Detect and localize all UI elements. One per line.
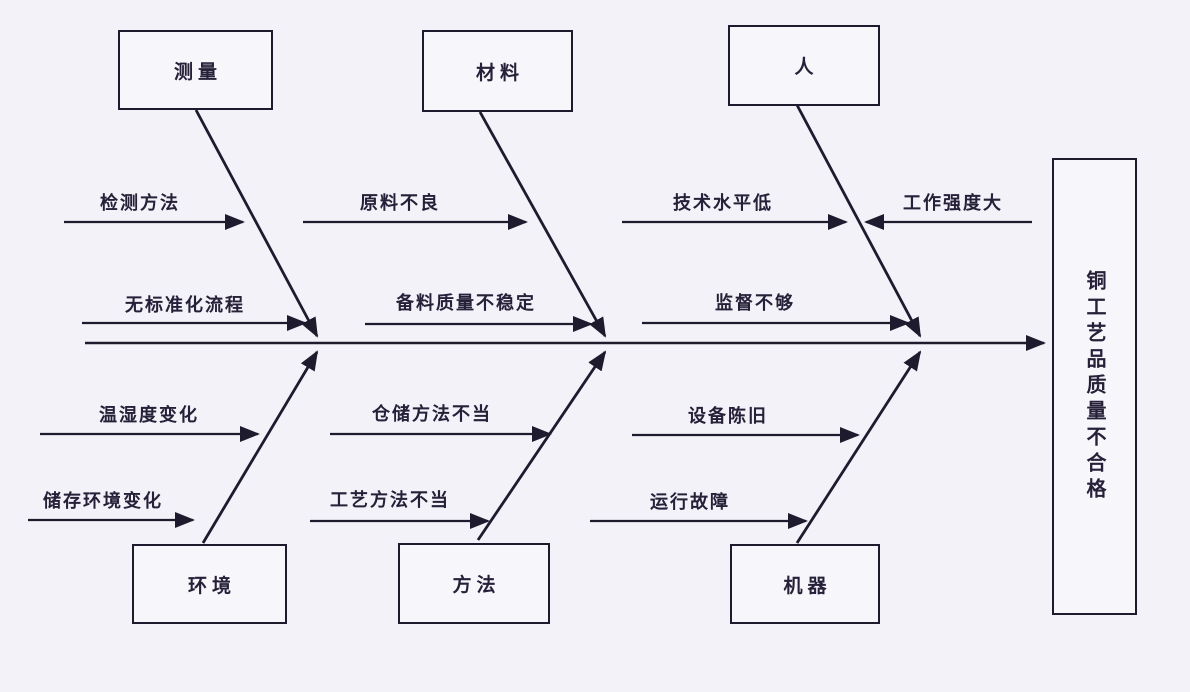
bone-environment	[201, 350, 319, 544]
cause-temp-humidity-change: 温湿度变化	[99, 405, 199, 425]
cause-insufficient-supervision: 监督不够	[715, 293, 795, 313]
cause-outdated-equipment: 设备陈旧	[688, 406, 768, 426]
bone-method	[476, 350, 607, 541]
cause-storage-environment-change: 储存环境变化	[43, 491, 163, 511]
bone-people	[795, 104, 922, 338]
cause-unstable-material-prep: 备料质量不稳定	[396, 293, 536, 313]
cause-low-skill-level: 技术水平低	[673, 193, 773, 213]
effect-box: 铜工艺品质量不合格	[1052, 158, 1137, 615]
category-box-measurement: 测量	[118, 30, 273, 110]
cause-testing-method: 检测方法	[100, 193, 180, 213]
category-box-people: 人	[728, 25, 880, 106]
cause-operation-failure: 运行故障	[650, 492, 730, 512]
effect-label: 铜工艺品质量不合格	[1083, 269, 1105, 504]
cause-high-work-intensity: 工作强度大	[903, 193, 1003, 213]
cause-no-standardized-process: 无标准化流程	[125, 295, 245, 315]
cause-improper-storage-method: 仓储方法不当	[372, 404, 492, 424]
category-box-method: 方法	[398, 543, 550, 624]
category-box-environment: 环境	[132, 544, 287, 624]
cause-poor-raw-material: 原料不良	[360, 193, 440, 213]
bone-measurement	[194, 109, 319, 338]
bone-material	[478, 111, 607, 338]
category-box-machine: 机器	[730, 544, 880, 624]
category-box-material: 材料	[422, 30, 573, 112]
bone-machine	[795, 350, 922, 544]
cause-improper-process-method: 工艺方法不当	[330, 490, 450, 510]
